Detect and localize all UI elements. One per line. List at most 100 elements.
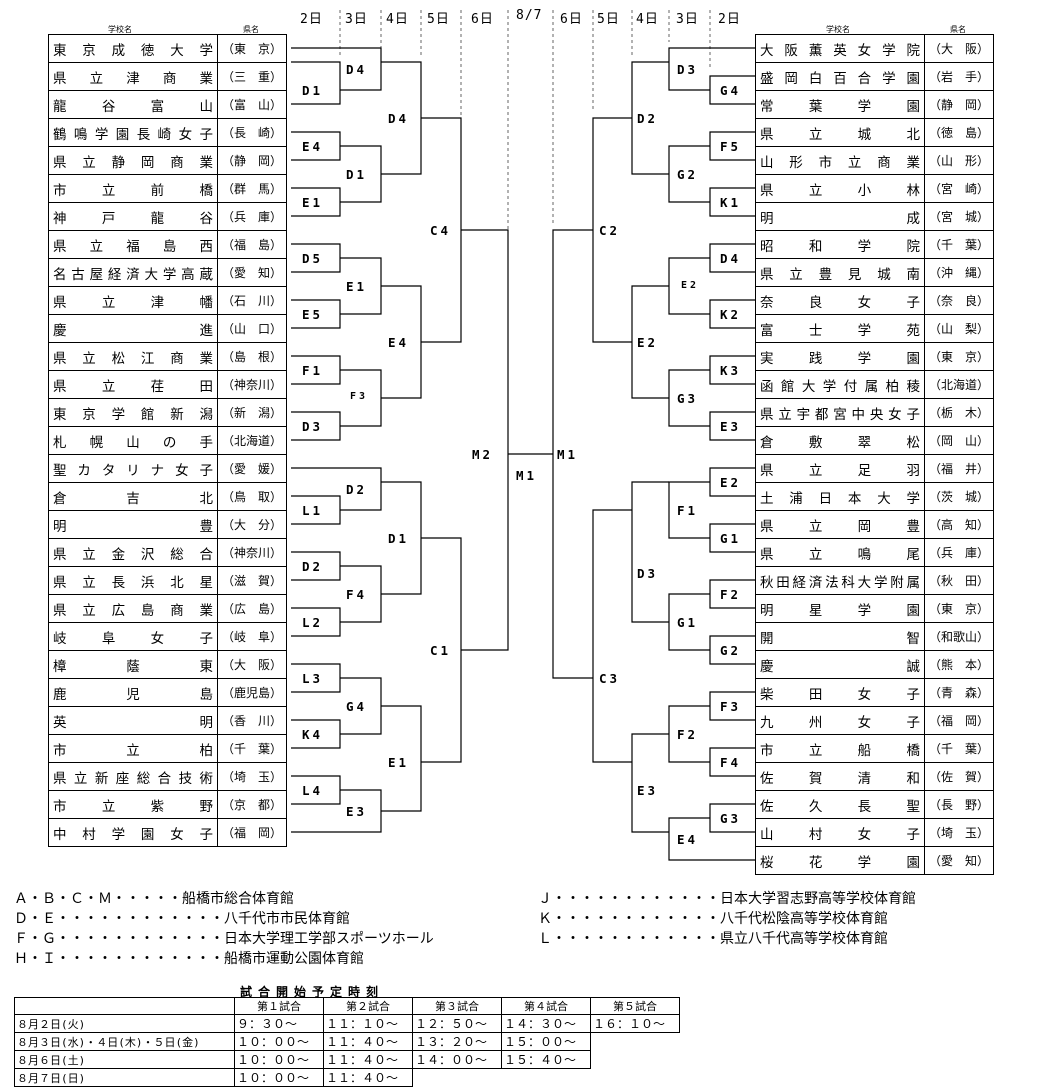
venue-line: Ｋ・・・・・・・・・・・・八千代松陰高等学校体育館 [538,911,888,927]
team-row: 県立豊見城南（沖 縄） [755,258,995,287]
match-code: G4 [720,83,742,98]
prefecture-name: （京 都） [216,790,288,819]
bracket-line [709,579,755,609]
school-name: 聖カタリナ女子 [48,454,218,483]
prefecture-name: （千 葉） [216,734,288,763]
team-row: 開智（和歌山） [755,622,995,651]
bracket-line [291,47,382,91]
team-row: 明星学園（東 京） [755,594,995,623]
match-code: K2 [720,307,742,322]
team-row: 英明（香 川） [48,706,288,735]
match-code: F4 [720,755,742,770]
school-name: 鶴鳴学園長崎女子 [48,118,218,147]
team-row: 県立長浜北星（滋 賀） [48,566,288,595]
team-row: 常葉学園（静 岡） [755,90,995,119]
school-name: 倉吉北 [48,482,218,511]
school-name: 佐賀清和 [755,762,925,791]
match-code: C3 [599,671,621,686]
prefecture-name: （奈 良） [923,286,995,315]
match-code: M2 [472,447,494,462]
school-name: 桜花学園 [755,846,925,875]
schedule-row: ８月７日(日)１０：００～１１：４０～ [14,1068,680,1087]
match-code: E3 [720,419,742,434]
schedule-row: ８月２日(火)９：３０～１１：１０～１２：５０～１４：３０～１６：１０～ [14,1014,680,1033]
school-name: 九州女子 [755,706,925,735]
venue-line: Ｊ・・・・・・・・・・・・日本大学習志野高等学校体育館 [538,891,916,907]
match-code: E4 [677,832,699,847]
school-name: 県立金沢総合 [48,538,218,567]
left-team-table: 東京成徳大学（東 京）県立津商業（三 重）龍谷富山（富 山）鶴鳴学園長崎女子（長… [48,34,288,847]
team-row: 盛岡白百合学園（岩 手） [755,62,995,91]
match-code: E1 [346,279,368,294]
match-code: D4 [720,251,742,266]
bracket-line [709,75,755,105]
bracket-line [552,229,593,679]
school-name: 県立静岡商業 [48,146,218,175]
prefecture-name: （大 阪） [923,34,995,63]
prefecture-name: （静 岡） [923,90,995,119]
school-name: 明成 [755,202,925,231]
match-code: M1 [557,447,579,462]
school-name: 県立宇都宮中央女子 [755,398,925,427]
schedule-time: １４：００～ [412,1050,502,1069]
school-name: 名古屋経済大学高蔵 [48,258,218,287]
prefecture-name: （茨 城） [923,482,995,511]
prefecture-name: （鳥 取） [216,482,288,511]
match-code: E2 [720,475,742,490]
day-header: 6日 [560,12,583,27]
match-code: E3 [346,804,368,819]
schedule-time: ９：３０～ [234,1014,324,1033]
school-name: 山形市立商業 [755,146,925,175]
team-row: 倉吉北（鳥 取） [48,482,288,511]
match-code: D1 [388,531,410,546]
day-header: 5日 [427,12,450,27]
match-code: G1 [677,615,699,630]
prefecture-name: （和歌山） [923,622,995,651]
prefecture-name: （福 井） [923,454,995,483]
match-code: C1 [430,643,452,658]
team-row: 県立宇都宮中央女子（栃 木） [755,398,995,427]
match-code: L4 [302,783,324,798]
bracket-line [709,243,755,273]
schedule-time: １１：１０～ [323,1014,413,1033]
schedule-time: １１：４０～ [323,1050,413,1069]
bracket-line [668,817,755,861]
prefecture-name: （岩 手） [923,62,995,91]
bracket-line [709,747,755,777]
schedule-corner [14,997,235,1015]
prefecture-name: （大 分） [216,510,288,539]
team-row: 明成（宮 城） [755,202,995,231]
team-row: 県立津幡（石 川） [48,286,288,315]
match-code: D1 [346,167,368,182]
team-row: 県立広島商業（広 島） [48,594,288,623]
prefecture-name: （福 岡） [216,818,288,847]
prefecture-name: （福 岡） [923,706,995,735]
team-row: 奈良女子（奈 良） [755,286,995,315]
day-header: 2日 [300,12,323,27]
school-name: 市立船橋 [755,734,925,763]
day-header: 6日 [471,12,494,27]
bracket-line [291,467,382,511]
team-row: 岐阜女子（岐 阜） [48,622,288,651]
match-code: E2 [637,335,659,350]
match-code: F3 [350,391,369,402]
bracket-line [668,47,755,91]
match-code: E2 [681,280,700,291]
match-code: D3 [637,566,659,581]
match-code: G1 [720,531,742,546]
prefecture-name: （北海道） [923,370,995,399]
match-code: K1 [720,195,742,210]
school-name: 山村女子 [755,818,925,847]
bracket-line [709,467,755,497]
team-row: 慶誠（熊 本） [755,650,995,679]
bracket-line [709,411,755,441]
bracket-line [709,635,755,665]
schedule-time: １５：００～ [501,1032,591,1051]
school-name: 奈良女子 [755,286,925,315]
prefecture-name: （神奈川） [216,538,288,567]
match-code: G2 [720,643,742,658]
school-name: 樟蔭東 [48,650,218,679]
schedule-header-cell: 第３試合 [412,997,502,1015]
bracket-line [709,299,755,329]
school-name: 県立長浜北星 [48,566,218,595]
